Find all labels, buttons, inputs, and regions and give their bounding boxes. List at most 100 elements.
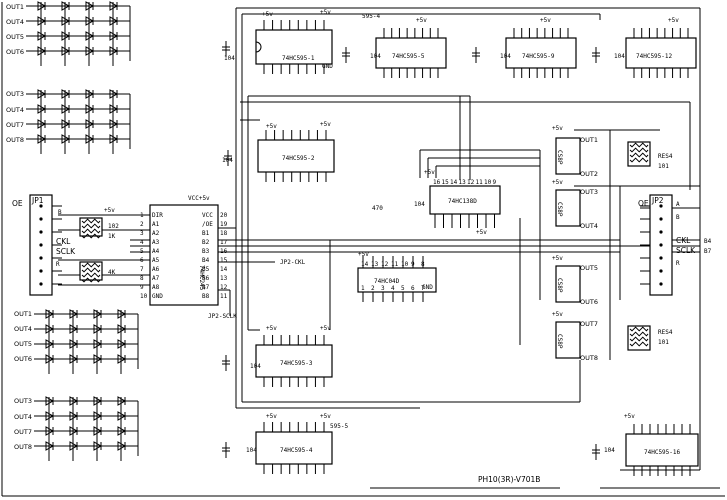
chip-label: 74HC04D xyxy=(374,278,400,285)
supply-label: +5v xyxy=(552,179,563,186)
led-label: OUT8 xyxy=(6,136,24,144)
supply-label: +5v xyxy=(358,251,369,258)
chip-label: 74HC595-12 xyxy=(636,53,673,60)
pin-number: 15 xyxy=(220,257,228,264)
pin-number: 5 xyxy=(140,248,144,255)
out-label: OUT3 xyxy=(580,188,598,196)
resistor-zigzag xyxy=(81,233,101,239)
jp1-pins xyxy=(39,204,62,286)
out-label: OUT4 xyxy=(580,222,598,230)
pin-number: 19 xyxy=(220,221,228,228)
out-label: OUT7 xyxy=(580,320,598,328)
pin-label: R xyxy=(56,261,60,268)
led-label: OUT4 xyxy=(14,325,32,333)
header-pin xyxy=(659,269,663,273)
led-group-4: OUT3 OUT4 OUT7 OUT8 xyxy=(14,397,32,451)
pin-label: OE xyxy=(638,199,649,208)
chip-pin-stubs xyxy=(222,20,691,476)
header-pin xyxy=(39,217,43,221)
array-label: RES4 xyxy=(658,329,673,336)
resistor-zigzag xyxy=(81,262,101,268)
header-pin xyxy=(659,282,663,286)
supply-label: +5v xyxy=(262,11,273,18)
pin-label: A xyxy=(676,201,680,208)
pin-number: 11 xyxy=(476,179,484,186)
chip-label: CS8P xyxy=(556,202,563,217)
led-label: OUT6 xyxy=(6,48,24,56)
supply-label: +5v xyxy=(476,229,487,236)
pin-label: R xyxy=(676,260,680,267)
chip-label: 74HC595-5 xyxy=(392,53,425,60)
cap-label: 470 xyxy=(372,205,383,212)
connector-jp2: JP2 OE A B CKL SCLK R B4 B7 xyxy=(638,194,712,296)
pin-number: 1 xyxy=(361,285,365,292)
cap-label: 104 xyxy=(604,447,615,454)
supply-label: +5v xyxy=(320,9,331,16)
header-pin xyxy=(659,256,663,260)
jp2-pins xyxy=(640,204,663,286)
pin-number: 9 xyxy=(140,284,144,291)
pin-number: 12 xyxy=(467,179,475,186)
pin-number: 3 xyxy=(140,230,144,237)
header-pin xyxy=(659,230,663,234)
cap-label: 104 xyxy=(246,447,257,454)
pin-number: 2 xyxy=(140,221,144,228)
chip-label: 74HC595-9 xyxy=(522,53,555,60)
header-pin xyxy=(659,217,663,221)
shift-register-9: 74HC595-9 +5v 104 xyxy=(500,17,577,69)
pin-number: 13 xyxy=(371,261,379,268)
driver-1: CS8P +5v OUT1 OUT2 xyxy=(552,125,598,178)
out-label: OUT6 xyxy=(580,298,598,306)
cap-label: 104 xyxy=(414,201,425,208)
pin-number: 14 xyxy=(450,179,458,186)
chip-label: 74HC595-16 xyxy=(644,449,681,456)
supply-label: +5v xyxy=(424,169,435,176)
pin-name: A5 xyxy=(152,257,160,264)
chip-label: 74HC245 xyxy=(198,265,205,291)
cap-label: 104 xyxy=(250,363,261,370)
led-label: OUT4 xyxy=(6,18,24,26)
led-label: OUT7 xyxy=(6,121,24,129)
array-value: 101 xyxy=(658,163,669,170)
resistor-zigzag xyxy=(81,272,101,278)
pin-number: 8 xyxy=(140,275,144,282)
shift-register-12: 74HC595-12 +5v 104 xyxy=(614,17,697,69)
header-pin xyxy=(39,282,43,286)
resistor-zigzag xyxy=(81,218,101,224)
pin-number: 2 xyxy=(371,285,375,292)
resistor-zigzag xyxy=(629,336,649,342)
shift-register-1: 74HC595-1 +5v +5v 104 GND xyxy=(224,9,333,70)
net-label: 595-4 xyxy=(362,13,380,20)
pin-number: 4 xyxy=(391,285,395,292)
pin-number: 11 xyxy=(391,261,399,268)
pin-label: CKL xyxy=(676,236,691,245)
pin-name: /OE xyxy=(202,221,213,228)
cap-label: 104 xyxy=(224,55,235,62)
supply-label: +5v xyxy=(320,121,331,128)
pin-number: 14 xyxy=(361,261,369,268)
header-pin xyxy=(659,243,663,247)
pin-name: A7 xyxy=(152,275,160,282)
led-label: OUT5 xyxy=(6,33,24,41)
pin-number: 4 xyxy=(140,239,144,246)
pin-name: DIR xyxy=(152,212,163,219)
chip-label: CS8P xyxy=(556,150,563,165)
pin-number: 6 xyxy=(140,257,144,264)
pin-name: VCC xyxy=(202,212,213,219)
pin-number: 14 xyxy=(220,266,228,273)
led-label: OUT6 xyxy=(14,355,32,363)
supply-label: +5v xyxy=(266,123,277,130)
gnd-label: GND xyxy=(422,284,433,291)
pin-label: CKL xyxy=(56,237,71,246)
led-label: OUT8 xyxy=(14,443,32,451)
chip-label: 74HC595-2 xyxy=(282,155,315,162)
array-label: RES4 xyxy=(658,153,673,160)
pin-label: SCLK xyxy=(676,246,696,255)
chip-label: 74HC138D xyxy=(448,198,477,205)
drawing-title: PH10(3R)-V701B xyxy=(478,475,540,484)
shift-register-5: 74HC595-5 +5v 104 595-4 xyxy=(362,13,447,69)
supply-label: +5v xyxy=(104,207,115,214)
